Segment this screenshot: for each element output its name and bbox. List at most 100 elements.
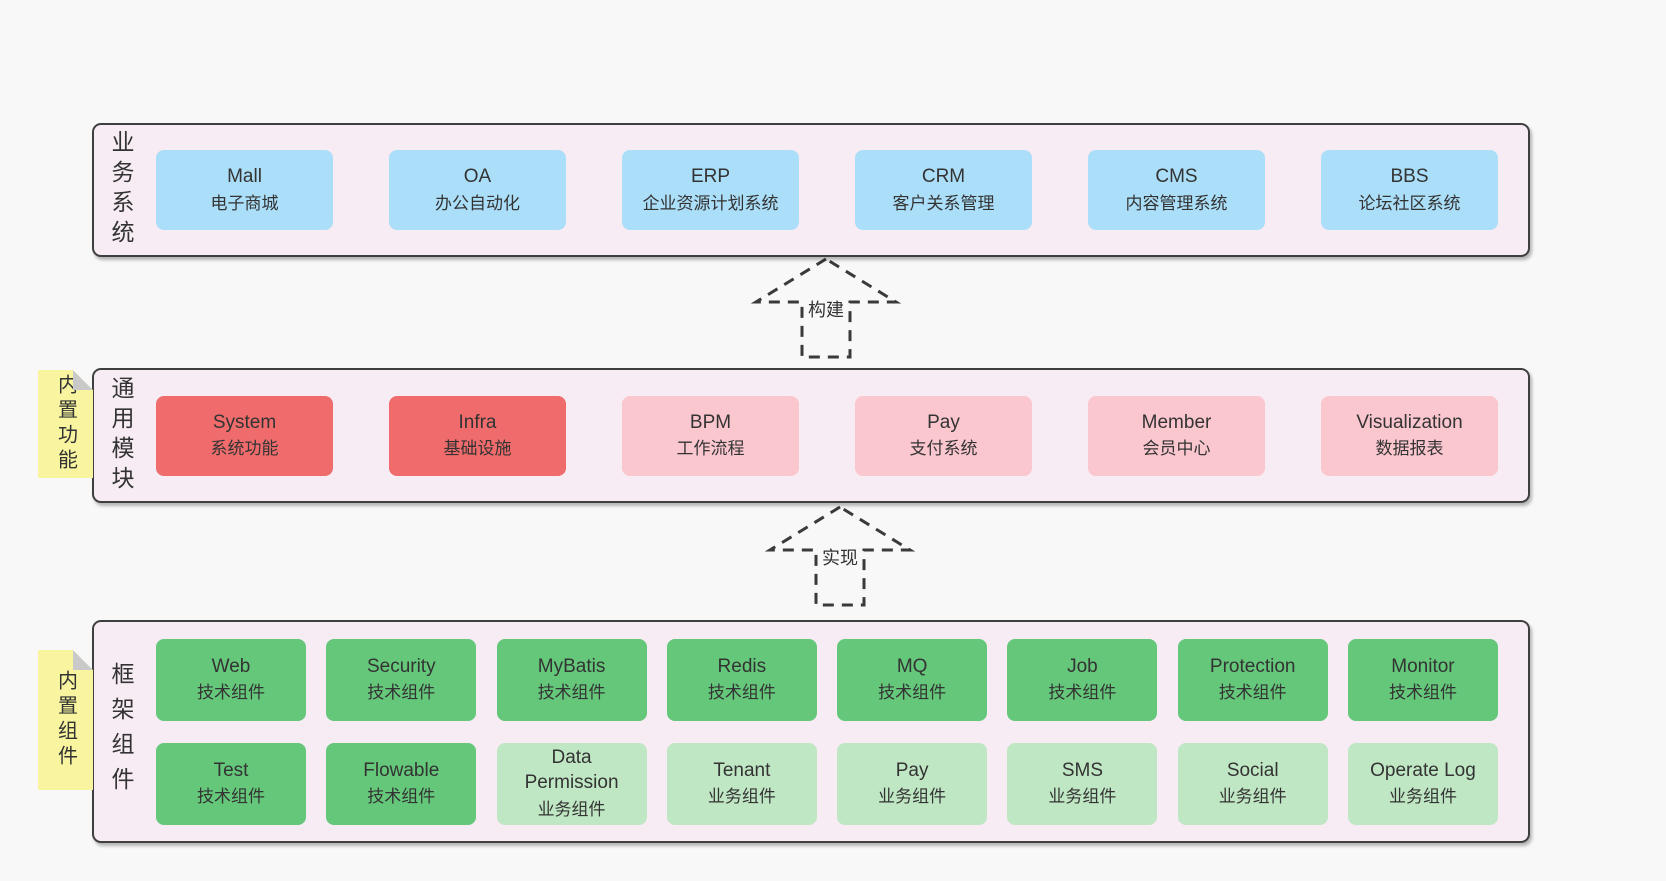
box-title: ERP <box>690 166 731 188</box>
box-subtitle: 办公自动化 <box>435 193 520 213</box>
module-box-flowable: Flowable 技术组件 <box>326 742 477 825</box>
module-box-pay: Pay 支付系统 <box>855 395 1032 476</box>
module-box-crm: CRM 客户关系管理 <box>855 150 1032 230</box>
box-subtitle: 工作流程 <box>676 439 745 459</box>
box-subtitle: 论坛社区系统 <box>1358 193 1461 213</box>
folded-corner-icon <box>73 370 93 390</box>
box-title: MQ <box>896 655 928 677</box>
implement-arrow: 实现 <box>760 504 920 608</box>
sticky-note-built-in-features: 内置功能 <box>38 370 93 478</box>
box-title: Social <box>1226 759 1279 781</box>
box-subtitle: 数据报表 <box>1375 439 1444 459</box>
box-subtitle: 系统功能 <box>210 439 279 459</box>
box-subtitle: 技术组件 <box>1048 683 1117 703</box>
box-title: OA <box>463 166 492 188</box>
module-box-bpm: BPM 工作流程 <box>622 395 799 476</box>
box-subtitle: 技术组件 <box>197 683 265 703</box>
box-title: Monitor <box>1391 655 1455 677</box>
box-subtitle: 业务组件 <box>1218 787 1287 807</box>
up-arrow-dashed-icon <box>750 257 902 359</box>
box-subtitle: 内容管理系统 <box>1125 193 1228 213</box>
box-title: Job <box>1067 655 1098 677</box>
up-arrow-dashed-icon <box>764 505 916 607</box>
box-title: CRM <box>921 166 966 188</box>
folded-corner-icon <box>73 650 93 670</box>
box-title: Data Permission <box>524 747 619 793</box>
box-title: Infra <box>458 411 497 433</box>
module-box-mybatis: MyBatis 技术组件 <box>496 638 647 721</box>
box-subtitle: 业务组件 <box>707 787 776 807</box>
band-label-framework-components: 框架组件 <box>108 661 134 802</box>
box-subtitle: 业务组件 <box>537 799 606 819</box>
module-box-member: Member 会员中心 <box>1088 395 1265 476</box>
box-subtitle: 电子商城 <box>210 193 279 213</box>
box-subtitle: 技术组件 <box>537 683 606 703</box>
module-box-redis: Redis 技术组件 <box>666 638 817 721</box>
box-subtitle: 技术组件 <box>1388 683 1457 703</box>
box-title: Flowable <box>363 759 440 781</box>
box-title: Pay <box>927 411 960 433</box>
box-title: MyBatis <box>537 655 606 677</box>
box-subtitle: 技术组件 <box>197 787 265 807</box>
box-title: SMS <box>1061 759 1103 781</box>
module-box-monitor: Monitor 技术组件 <box>1347 638 1498 721</box>
band-label-business-systems: 业务系统 <box>108 130 134 250</box>
build-arrow: 构建 <box>746 256 906 360</box>
module-box-erp: ERP 企业资源计划系统 <box>622 150 799 230</box>
box-subtitle: 业务组件 <box>1048 787 1117 807</box>
sticky-note-label: 内置功能 <box>54 374 77 474</box>
box-subtitle: 会员中心 <box>1142 439 1211 459</box>
box-subtitle: 基础设施 <box>443 439 512 459</box>
box-title: Operate Log <box>1370 759 1476 781</box>
module-box-pay: Pay 业务组件 <box>837 742 988 825</box>
box-title: Security <box>366 655 436 677</box>
build-arrow-label: 构建 <box>805 296 847 322</box>
module-box-infra: Infra 基础设施 <box>389 395 566 476</box>
box-subtitle: 支付系统 <box>909 439 978 459</box>
module-box-sms: SMS 业务组件 <box>1007 742 1158 825</box>
box-title: Pay <box>895 759 929 781</box>
module-box-tenant: Tenant 业务组件 <box>666 742 817 825</box>
box-title: BPM <box>689 411 732 433</box>
implement-arrow-label: 实现 <box>819 544 861 570</box>
module-box-job: Job 技术组件 <box>1007 638 1158 721</box>
box-title: Tenant <box>713 759 771 781</box>
box-subtitle: 技术组件 <box>367 787 436 807</box>
box-subtitle: 技术组件 <box>1218 683 1287 703</box>
box-subtitle: 企业资源计划系统 <box>642 193 779 213</box>
box-subtitle: 业务组件 <box>878 787 947 807</box>
module-box-mall: Mall 电子商城 <box>156 150 333 230</box>
box-subtitle: 技术组件 <box>367 683 436 703</box>
box-subtitle: 客户关系管理 <box>892 193 995 213</box>
module-box-mq: MQ 技术组件 <box>837 638 988 721</box>
module-box-web: Web 技术组件 <box>156 638 306 721</box>
box-title: Web <box>211 655 251 677</box>
sticky-note-label: 内置组件 <box>54 670 77 770</box>
module-box-social: Social 业务组件 <box>1177 742 1328 825</box>
box-title: Member <box>1141 411 1212 433</box>
module-box-data-permission: Data Permission 业务组件 <box>496 742 647 825</box>
box-title: Mall <box>227 166 262 188</box>
box-subtitle: 技术组件 <box>707 683 776 703</box>
box-subtitle: 技术组件 <box>878 683 947 703</box>
module-box-security: Security 技术组件 <box>326 638 477 721</box>
module-box-protection: Protection 技术组件 <box>1177 638 1328 721</box>
band-business-systems: 业务系统 Mall 电子商城 OA 办公自动化 ERP 企业资源计划系统 CRM 客户关系管理… <box>92 123 1530 257</box>
box-title: Redis <box>717 655 767 677</box>
module-box-oa: OA 办公自动化 <box>389 150 566 230</box>
box-title: Protection <box>1209 655 1296 677</box>
box-subtitle: 业务组件 <box>1388 787 1457 807</box>
